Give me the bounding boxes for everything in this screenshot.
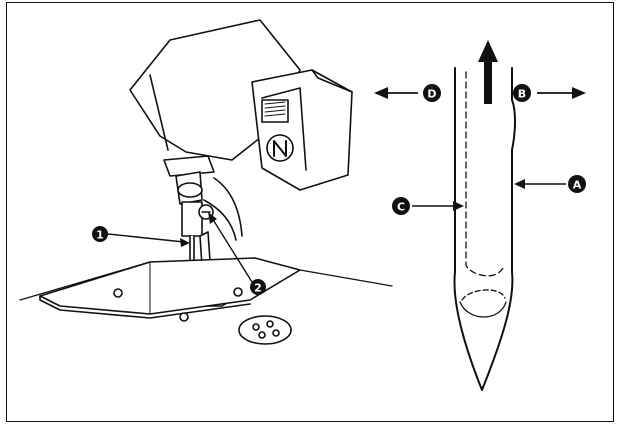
screw-callout-number: 2 [254, 282, 262, 295]
needle-callout-number: 1 [96, 229, 104, 242]
direction-d-marker: D [374, 84, 441, 102]
callout-c-label: C [397, 201, 405, 214]
direction-d-label: D [427, 88, 436, 101]
up-arrow-icon [478, 40, 498, 104]
needle-detail [453, 67, 516, 391]
direction-b-label: B [518, 88, 526, 101]
callout-c: C [392, 197, 464, 215]
screw-callout: 2 [208, 212, 266, 295]
illustration-frame [6, 2, 614, 422]
callout-a-label: A [573, 179, 582, 192]
direction-b-marker: B [513, 84, 586, 102]
needle-callout: 1 [92, 226, 190, 247]
sewing-machine-illustration [19, 19, 393, 345]
callout-a: A [514, 175, 586, 193]
